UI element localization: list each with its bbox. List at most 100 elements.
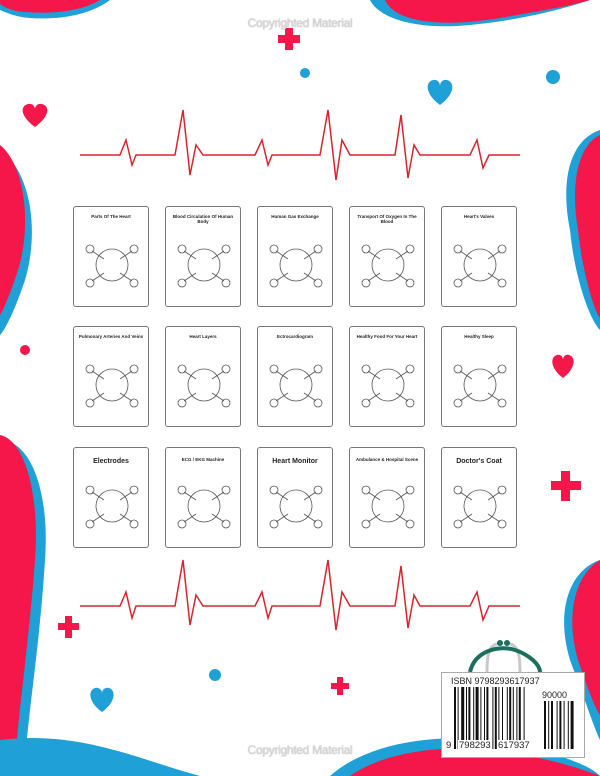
- watermark-top: Copyrighted Material: [247, 16, 353, 30]
- price-barcode-bar: [570, 701, 574, 749]
- barcode-bar: [484, 687, 485, 749]
- coloring-page-thumbnail: Ectrocardiogram: [257, 326, 333, 427]
- page-title: Parts Of The Heart: [91, 214, 131, 219]
- barcode-bar: [480, 687, 482, 749]
- line-art-illustration: [269, 244, 323, 288]
- isbn-barcode: ISBN 9798293617937 90000 9 798293 617937: [441, 672, 585, 758]
- page-title: Healthy Sleep: [464, 334, 494, 339]
- isbn-text: ISBN 9798293617937: [451, 676, 540, 686]
- barcode-bars: [454, 687, 574, 749]
- blob-right-red: [574, 135, 600, 318]
- coloring-page-thumbnail: Transport Of Oxygen In The Blood: [349, 206, 425, 307]
- barcode-digit-lead: 9: [445, 740, 453, 751]
- watermark-bottom: Copyrighted Material: [247, 743, 353, 757]
- line-art-illustration: [453, 485, 507, 529]
- coloring-page-thumbnail: Parts Of The Heart: [73, 206, 149, 307]
- blob-top-red: [385, 0, 590, 23]
- coloring-page-thumbnail: Ambulance & Hospital Scene: [349, 447, 425, 548]
- page-title: ECG / EKG Machine: [181, 457, 225, 462]
- barcode-bar: [468, 687, 471, 749]
- barcode-digits-right: 617937: [497, 740, 531, 751]
- coloring-page-thumbnail: Healthy Sleep: [441, 326, 517, 427]
- blob-left-bottom-red: [0, 435, 36, 760]
- coloring-page-thumbnail: Pulmonary Arteries And Veins: [73, 326, 149, 427]
- coloring-page-thumbnail: Heart Layers: [165, 326, 241, 427]
- barcode-bar: [518, 687, 521, 749]
- cross-icon: [58, 616, 79, 638]
- page-title: Pulmonary Arteries And Veins: [78, 334, 144, 339]
- line-art-illustration: [177, 244, 231, 288]
- barcode-bar: [473, 687, 475, 749]
- heart-icon: [90, 687, 114, 712]
- coloring-page-thumbnail: Heart's Valves: [441, 206, 517, 307]
- blob-bottom-red: [350, 748, 600, 776]
- page-title: Heart's Valves: [463, 214, 495, 219]
- dot: [546, 70, 560, 84]
- coloring-page-thumbnail: Blood Circulation Of Human Body: [165, 206, 241, 307]
- page-title: Human Gas Exchange: [271, 214, 319, 219]
- page-title: Ambulance & Hospital Scene: [355, 457, 419, 462]
- barcode-bar: [512, 687, 514, 749]
- barcode-bar: [506, 687, 508, 749]
- page-title: Ectrocardiogram: [276, 334, 313, 339]
- coloring-page-thumbnail: Healthy Food For Your Heart: [349, 326, 425, 427]
- page-title: Heart Monitor: [272, 458, 318, 465]
- page-title: Healthy Food For Your Heart: [356, 334, 418, 339]
- cross-icon: [331, 677, 349, 695]
- line-art-illustration: [85, 485, 139, 529]
- line-art-illustration: [361, 485, 415, 529]
- line-art-illustration: [361, 244, 415, 288]
- line-art-illustration: [85, 244, 139, 288]
- ecg-line-bottom: [80, 559, 520, 631]
- line-art-illustration: [269, 485, 323, 529]
- price-barcode-bar: [544, 701, 546, 749]
- ecg-line-top: [80, 109, 520, 181]
- barcode-bar: [516, 687, 518, 749]
- stethoscope-icon: [468, 640, 542, 673]
- price-barcode-bar: [563, 701, 565, 749]
- coloring-page-thumbnail: Human Gas Exchange: [257, 206, 333, 307]
- price-barcode-bar: [551, 701, 553, 749]
- barcode-bar: [457, 687, 459, 749]
- barcode-bar: [502, 687, 503, 749]
- barcode-bar: [466, 687, 467, 749]
- line-art-illustration: [177, 485, 231, 529]
- barcode-bar: [494, 687, 497, 749]
- page-title: Transport Of Oxygen In The Blood: [357, 214, 417, 224]
- heart-icon: [552, 354, 574, 378]
- line-art-illustration: [177, 364, 231, 408]
- page-title: Electrodes: [93, 458, 129, 465]
- barcode-bar: [454, 687, 456, 749]
- price-barcode-bar: [548, 701, 550, 749]
- heart-icon: [22, 103, 48, 127]
- line-art-illustration: [85, 364, 139, 408]
- cross-icon: [278, 28, 300, 50]
- cross-icon: [551, 471, 581, 501]
- barcode-bar: [461, 687, 465, 749]
- coloring-page-thumbnail: ECG / EKG Machine: [165, 447, 241, 548]
- page-title: Blood Circulation Of Human Body: [172, 214, 234, 224]
- blob-left-red: [0, 145, 26, 315]
- barcode-bar: [498, 687, 500, 749]
- line-art-illustration: [361, 364, 415, 408]
- barcode-bar: [492, 687, 494, 749]
- coloring-page-thumbnail: Electrodes: [73, 447, 149, 548]
- line-art-illustration: [269, 364, 323, 408]
- line-art-illustration: [453, 244, 507, 288]
- price-barcode-bar: [567, 701, 569, 749]
- barcode-bar: [475, 687, 479, 749]
- page-title: Doctor's Coat: [456, 458, 502, 465]
- barcode-bar: [523, 687, 525, 749]
- line-art-illustration: [453, 364, 507, 408]
- heart-icon: [427, 79, 453, 105]
- price-barcode-bar: [556, 701, 558, 749]
- barcode-bar: [509, 687, 512, 749]
- price-barcode-bar: [559, 701, 562, 749]
- coloring-page-thumbnail: Heart Monitor: [257, 447, 333, 548]
- barcode-digits-left: 798293: [458, 740, 492, 751]
- price-code: 90000: [542, 690, 568, 700]
- page-title: Heart Layers: [189, 334, 217, 339]
- barcode-bar: [486, 687, 489, 749]
- coloring-page-thumbnail: Doctor's Coat: [441, 447, 517, 548]
